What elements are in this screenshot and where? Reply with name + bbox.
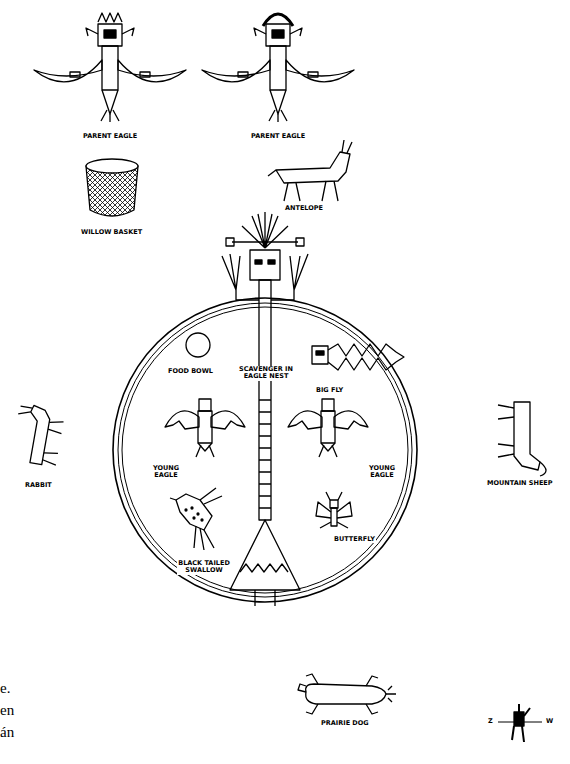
big-fly-figure <box>312 344 404 370</box>
figure-label: SCAVENGER IN EAGLE NEST <box>236 366 296 381</box>
prairie-dog-figure <box>298 674 396 714</box>
figure-label: ANTELOPE <box>284 205 324 212</box>
figure-label: PARENT EAGLE <box>250 133 306 140</box>
page-text-fragment: en <box>0 702 14 719</box>
scavenger-figure <box>222 212 308 606</box>
rabbit-figure <box>10 403 65 467</box>
figure-label: RABBIT <box>24 482 53 489</box>
mountain-sheep-figure <box>498 402 546 476</box>
figure-label: PRAIRIE DOG <box>320 720 370 727</box>
young-eagle-figure <box>165 399 245 457</box>
nest-circle <box>113 298 417 602</box>
page-text-fragment: án <box>0 724 14 741</box>
figure-label: BIG FLY <box>315 387 344 394</box>
figure-label: YOUNG EAGLE <box>148 465 184 480</box>
willow-basket <box>86 159 138 216</box>
direction-letter: W <box>545 718 554 725</box>
food-bowl <box>186 333 210 357</box>
parent-eagle <box>202 14 354 122</box>
figure-label: YOUNG EAGLE <box>364 465 400 480</box>
direction-letter: Z <box>487 718 494 725</box>
butterfly-figure <box>316 492 352 528</box>
figure-label: MOUNTAIN SHEEP <box>486 480 554 487</box>
direction-figure <box>498 704 542 742</box>
figure-label: BLACK TAILED SWALLOW <box>177 560 231 575</box>
page-text-fragment: e. <box>0 680 10 697</box>
figure-label: FOOD BOWL <box>167 368 214 375</box>
figure-label: WILLOW BASKET <box>80 229 143 236</box>
young-eagle-figure <box>288 399 368 457</box>
figure-label: BUTTERFLY <box>333 536 376 543</box>
figure-label: PARENT EAGLE <box>82 133 138 140</box>
swallow-figure <box>170 488 222 550</box>
parent-eagle <box>34 13 186 122</box>
antelope-figure <box>268 140 352 201</box>
